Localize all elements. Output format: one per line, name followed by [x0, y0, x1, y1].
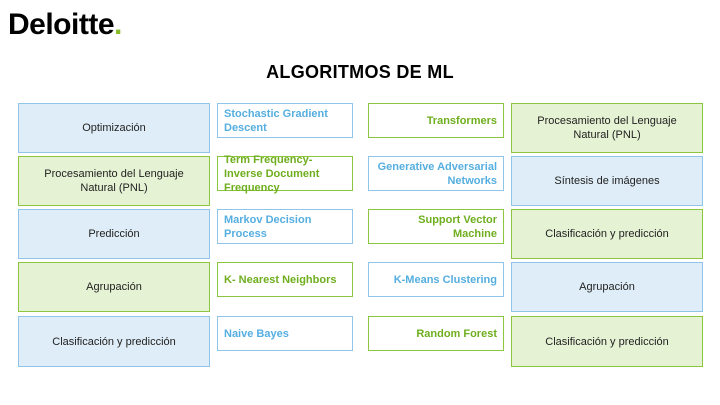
algorithm-box-left: K- Nearest Neighbors [217, 262, 353, 297]
category-box-left: Optimización [18, 103, 210, 153]
category-box-left: Predicción [18, 209, 210, 259]
category-box-left: Clasificación y predicción [18, 316, 210, 367]
slide-title: ALGORITMOS DE ML [266, 62, 454, 82]
algorithm-box-right: Random Forest [368, 316, 504, 351]
algorithm-box-left: Naive Bayes [217, 316, 353, 351]
deloitte-logo: Deloitte. [8, 5, 122, 45]
algorithm-box-left: Stochastic Gradient Descent [217, 103, 353, 138]
category-box-right: Síntesis de imágenes [511, 156, 703, 206]
algorithm-box-right: Transformers [368, 103, 504, 138]
algorithm-box-right: K-Means Clustering [368, 262, 504, 297]
category-box-right: Procesamiento del Lenguaje Natural (PNL) [511, 103, 703, 153]
algorithm-box-right: Support Vector Machine [368, 209, 504, 244]
category-box-right: Clasificación y predicción [511, 209, 703, 259]
category-box-right: Clasificación y predicción [511, 316, 703, 367]
algorithm-box-left: Markov Decision Process [217, 209, 353, 244]
category-box-right: Agrupación [511, 262, 703, 312]
algorithm-box-right: Generative Adversarial Networks [368, 156, 504, 191]
logo-text: Deloitte [8, 8, 115, 41]
category-box-left: Procesamiento del Lenguaje Natural (PNL) [18, 156, 210, 206]
logo-dot: . [114, 8, 122, 41]
category-box-left: Agrupación [18, 262, 210, 312]
algorithm-box-left: Term Frequency-Inverse Document Frequenc… [217, 154, 353, 194]
